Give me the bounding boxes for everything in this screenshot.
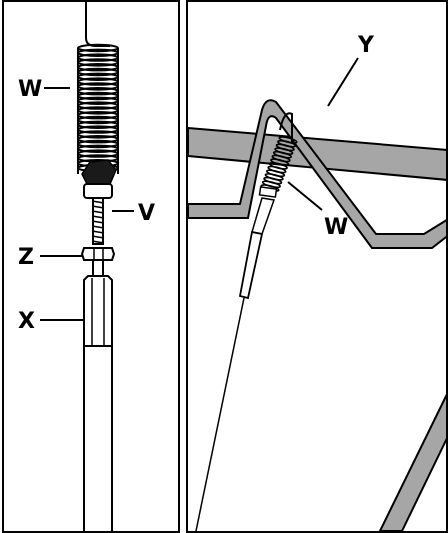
callout-w-right: W [324, 215, 348, 240]
cable-sleeve [238, 230, 264, 300]
callout-z: Z [18, 245, 34, 270]
extension-spring-right [260, 136, 298, 192]
bolt-shaft [92, 197, 104, 245]
leader-y [327, 57, 359, 107]
spring-hook [85, 2, 110, 47]
hex-coupling [83, 275, 113, 347]
callout-v: V [138, 201, 155, 226]
spring-hook-right [279, 112, 293, 142]
extension-spring [77, 43, 119, 174]
bolt-right [251, 197, 276, 235]
jam-nut [80, 247, 116, 261]
callout-w-left: W [18, 77, 42, 102]
control-cable [195, 297, 245, 531]
bracket-detail-panel: Y W [186, 0, 448, 533]
frame-strut [378, 393, 446, 531]
cable-rod [83, 345, 113, 531]
bent-bracket-bar [188, 99, 446, 249]
bracket-detail-drawing: Y W [188, 33, 446, 531]
spring-detail-drawing: W V Z X [18, 2, 155, 531]
bolt-nut-right [258, 186, 278, 198]
bolt-washer [83, 183, 113, 199]
callout-y: Y [357, 33, 375, 58]
callout-x: X [18, 309, 35, 334]
spring-detail-panel: W V Z X [2, 0, 180, 533]
leader-w-right [287, 181, 323, 211]
upper-frame-bar [188, 126, 446, 181]
bolt-head [81, 159, 117, 187]
